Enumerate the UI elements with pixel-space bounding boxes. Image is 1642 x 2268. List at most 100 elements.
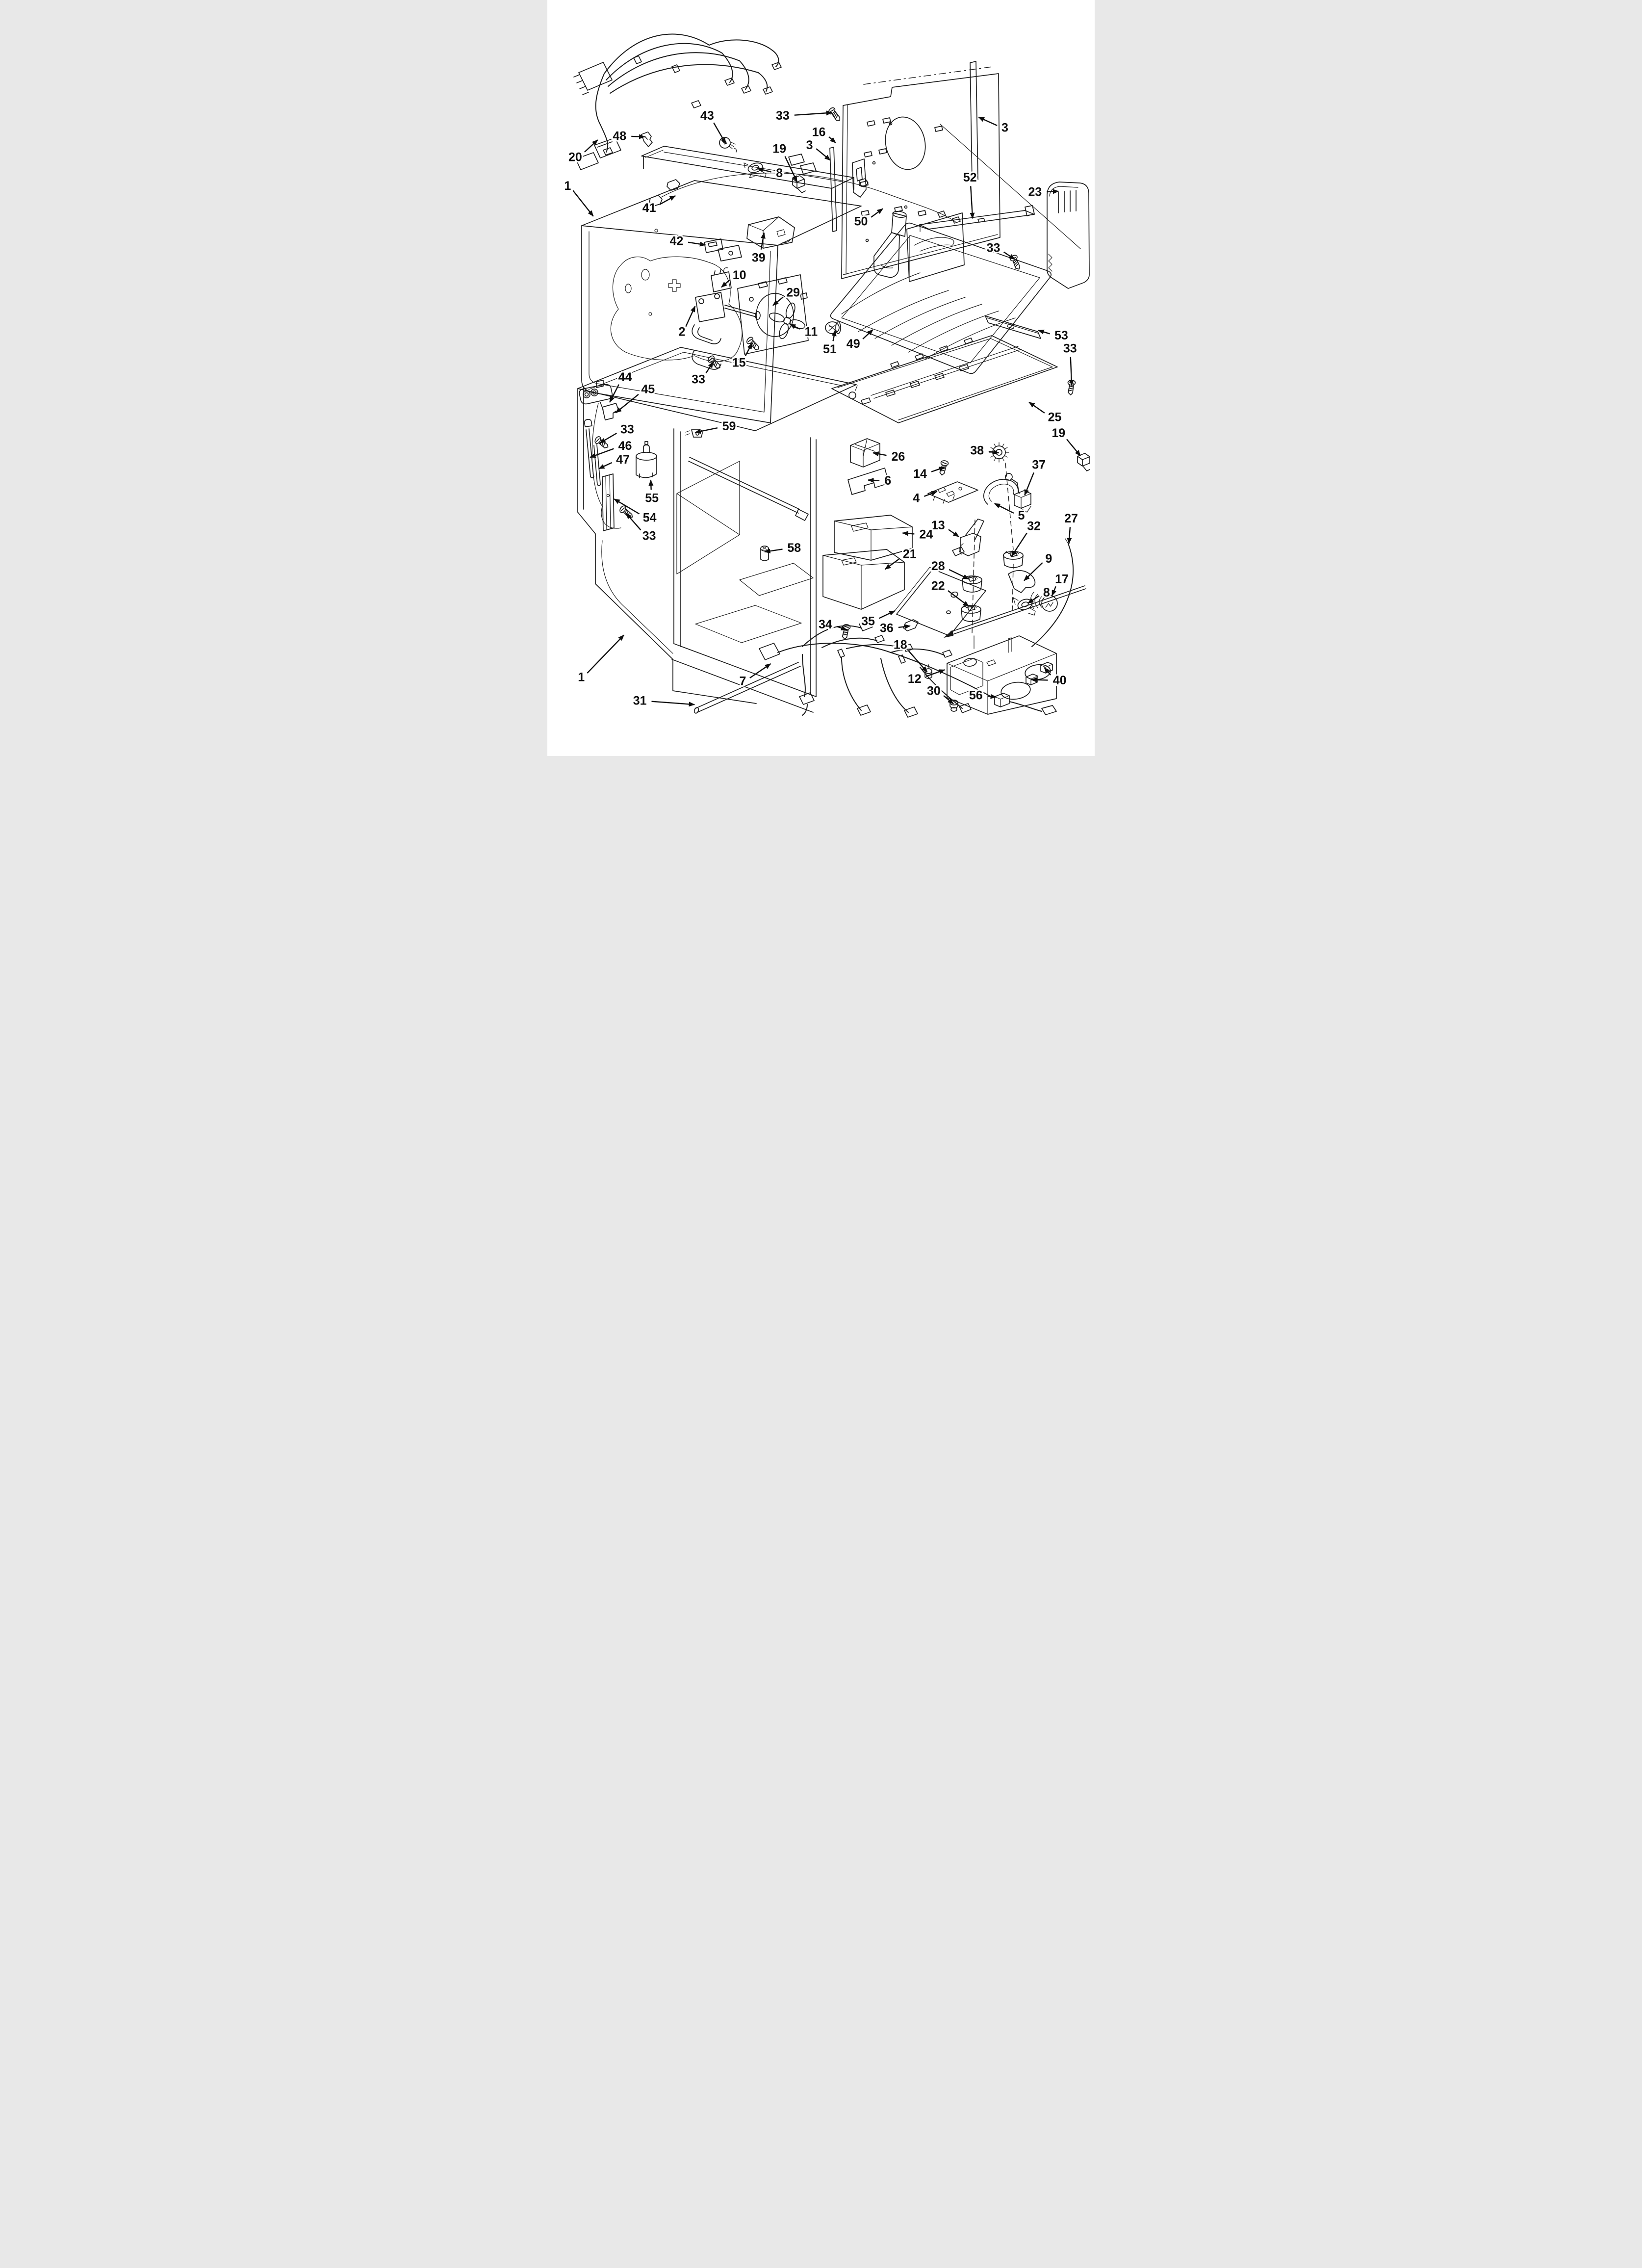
diagram-artwork — [573, 33, 1090, 718]
callout-8: 8 — [1043, 586, 1050, 600]
fan-assembly-drawing — [692, 216, 841, 370]
callout-8-arrow — [757, 167, 771, 173]
callout-54-arrow — [614, 498, 640, 515]
callout-54: 54 — [643, 511, 657, 525]
callout-48: 48 — [613, 129, 626, 143]
callout-33-arrow — [705, 362, 714, 374]
callout-2-arrow — [685, 306, 696, 327]
callout-16-arrow — [828, 136, 836, 144]
callout-2: 2 — [679, 325, 686, 339]
callout-22: 22 — [931, 579, 945, 593]
callout-8-arrow — [1027, 595, 1040, 604]
callout-9-arrow — [1024, 562, 1043, 581]
callout-44: 44 — [618, 370, 632, 384]
callout-50: 50 — [854, 215, 868, 229]
callout-7-arrow — [749, 663, 771, 678]
callout-30-arrow — [943, 695, 954, 704]
callout-33-arrow — [1069, 357, 1074, 386]
callout-13: 13 — [931, 519, 945, 532]
callout-33: 33 — [1063, 341, 1077, 355]
callout-33-arrow — [599, 432, 617, 444]
callout-17-arrow — [1051, 586, 1056, 597]
callout-58-arrow — [764, 548, 783, 554]
callout-33-arrow — [1003, 251, 1015, 260]
callout-33: 33 — [642, 529, 656, 543]
callout-40-arrow — [1030, 677, 1048, 682]
callout-55: 55 — [645, 492, 659, 505]
callout-9: 9 — [1045, 552, 1052, 566]
callout-4-arrow — [924, 491, 938, 497]
callout-58: 58 — [787, 541, 801, 555]
callout-45: 45 — [641, 383, 655, 396]
callout-43-arrow — [713, 122, 726, 144]
callout-19: 19 — [772, 142, 786, 156]
callout-21-arrow — [884, 558, 900, 570]
callout-15-arrow — [744, 342, 753, 356]
callout-41-arrow — [659, 195, 676, 205]
callout-31-arrow — [651, 701, 695, 707]
callout-33: 33 — [692, 373, 705, 387]
callout-27-arrow — [1067, 527, 1072, 544]
callout-19: 19 — [1052, 426, 1065, 440]
callout-37: 37 — [1032, 458, 1046, 472]
callout-49: 49 — [847, 337, 860, 351]
air-tower-23-drawing — [1047, 182, 1090, 289]
callout-23-arrow — [1047, 189, 1059, 194]
callout-3-arrow — [978, 116, 998, 126]
callout-39-arrow — [760, 232, 766, 250]
callout-26: 26 — [891, 450, 905, 464]
left-column-parts-drawing — [579, 380, 657, 531]
callout-52-arrow — [970, 186, 975, 219]
callout-3: 3 — [1001, 121, 1008, 134]
callout-5: 5 — [1018, 509, 1025, 522]
callout-1-arrow — [587, 634, 625, 674]
callout-15: 15 — [732, 356, 746, 370]
callout-29-arrow — [772, 296, 784, 306]
callout-48-arrow — [631, 134, 645, 139]
callout-29: 29 — [786, 286, 800, 299]
callout-1: 1 — [578, 671, 585, 684]
callout-51: 51 — [823, 342, 837, 356]
callout-53-arrow — [1038, 329, 1050, 335]
shelf-panel-25-drawing — [831, 315, 1090, 471]
harness-20-drawing — [573, 33, 782, 207]
callout-42-arrow — [688, 241, 706, 247]
callout-31: 31 — [633, 694, 647, 708]
callout-23: 23 — [1028, 185, 1042, 199]
callout-20-arrow — [584, 139, 598, 153]
callout-8: 8 — [776, 166, 783, 180]
callout-36-arrow — [898, 624, 911, 629]
callout-34-arrow — [836, 626, 847, 630]
callout-6: 6 — [884, 474, 891, 488]
callout-28: 28 — [931, 559, 945, 573]
callout-5-arrow — [994, 503, 1014, 514]
callout-11-arrow — [789, 324, 800, 330]
callout-4: 4 — [913, 492, 920, 505]
callout-39: 39 — [752, 251, 766, 265]
callout-40: 40 — [1053, 674, 1067, 687]
callout-46-arrow — [590, 448, 615, 458]
callout-25: 25 — [1048, 411, 1062, 424]
callout-26-arrow — [872, 451, 887, 457]
callout-34: 34 — [819, 618, 832, 631]
callout-25-arrow — [1028, 401, 1045, 414]
callout-14-arrow — [931, 467, 946, 472]
callout-59: 59 — [722, 419, 736, 433]
callout-49-arrow — [862, 329, 873, 339]
callout-43: 43 — [700, 109, 714, 123]
callout-44-arrow — [609, 384, 619, 403]
top-small-parts-drawing — [641, 131, 806, 193]
callout-21: 21 — [903, 547, 917, 561]
callout-27: 27 — [1064, 512, 1078, 525]
callout-45-arrow — [615, 393, 639, 414]
callout-33: 33 — [620, 422, 634, 436]
callout-56-arrow — [987, 694, 997, 699]
callout-52: 52 — [963, 171, 977, 184]
callout-32-arrow — [1011, 532, 1027, 557]
callout-12: 12 — [908, 672, 922, 686]
callout-40-arrow — [1044, 667, 1052, 676]
callout-11: 11 — [805, 325, 818, 339]
top-deck-and-wire-41-drawing — [641, 146, 961, 224]
